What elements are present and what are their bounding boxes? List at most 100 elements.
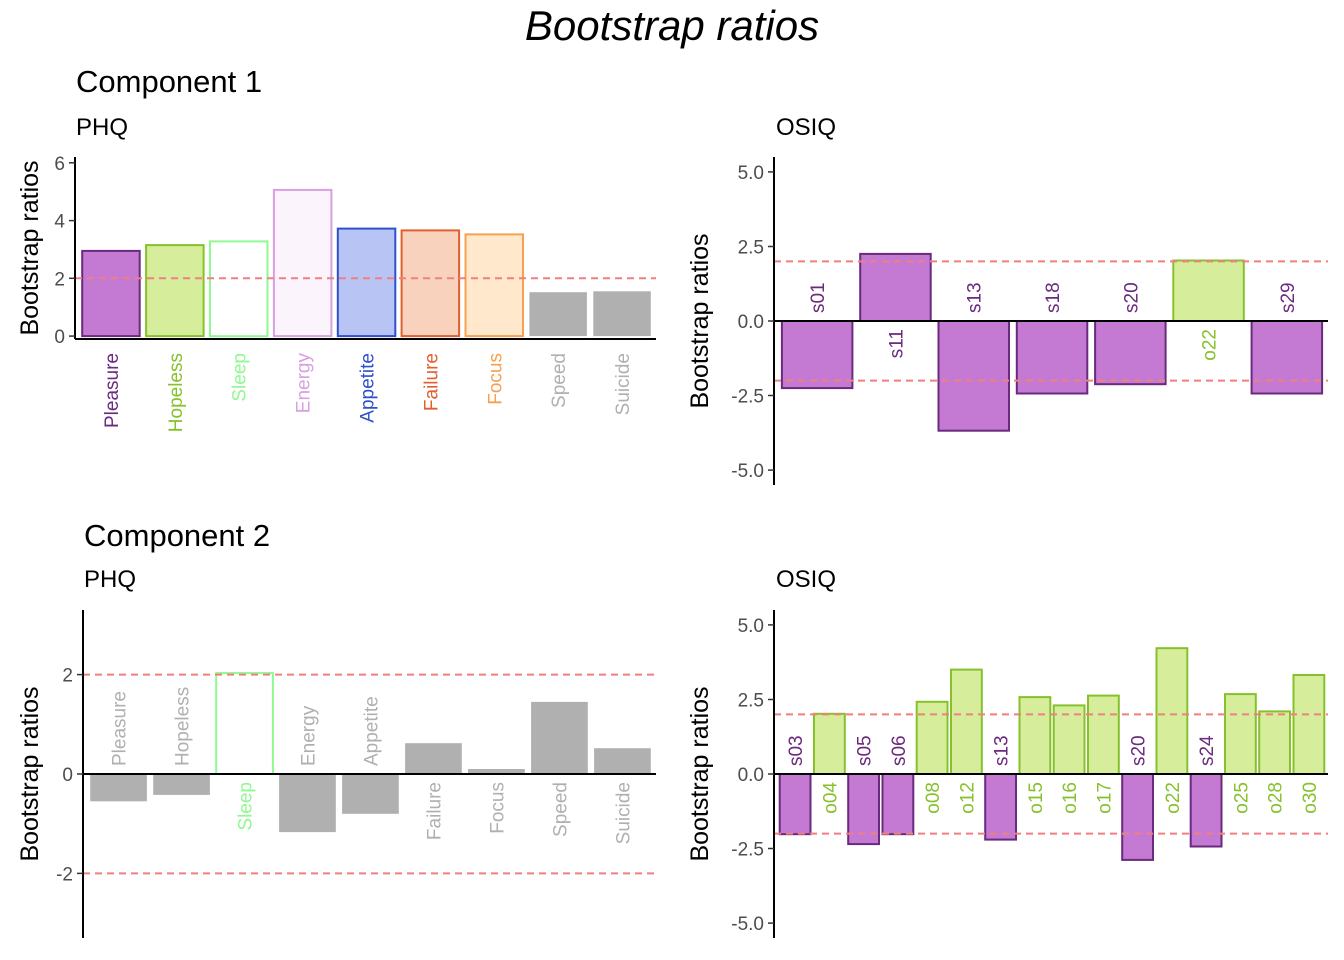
category-label-energy: Energy (294, 353, 315, 414)
category-label-o25: o25 (1231, 782, 1252, 814)
y-axis-title: Bootstrap ratios (686, 686, 714, 861)
y-tick-label: 5.0 (738, 163, 764, 184)
bar-focus (464, 233, 524, 338)
figure-title: Bootstrap ratios (524, 2, 820, 49)
bar-o16 (1052, 704, 1086, 776)
y-tick-label: 0 (54, 327, 65, 348)
y-tick-label: 2 (54, 269, 65, 290)
category-label-s03: s03 (786, 735, 807, 766)
y-tick-label: -5.0 (731, 914, 764, 935)
category-label-s18: s18 (1043, 282, 1064, 313)
bar-o04 (813, 712, 846, 775)
category-label-focus: Focus (485, 353, 506, 405)
category-label-appetite: Appetite (362, 696, 383, 766)
category-label-sleep: Sleep (236, 782, 257, 831)
y-tick-label: 2 (62, 666, 73, 687)
category-label-focus: Focus (488, 782, 509, 834)
category-label-s13: s13 (965, 282, 986, 313)
bar-o30 (1292, 674, 1326, 775)
bar-failure (405, 743, 462, 774)
y-tick-label: -5.0 (731, 461, 764, 482)
bar-focus (468, 769, 525, 774)
bar-o25 (1224, 693, 1257, 775)
y-tick-label: 2.5 (738, 691, 764, 712)
bar-s01 (780, 320, 854, 390)
y-axis-title: Bootstrap ratios (686, 233, 714, 408)
y-tick-label: 0 (62, 765, 73, 786)
category-label-o28: o28 (1266, 782, 1287, 814)
category-label-o12: o12 (957, 782, 978, 814)
bar-appetite (342, 774, 399, 814)
bar-s06 (881, 773, 915, 836)
category-label-o08: o08 (923, 782, 944, 814)
bar-s20 (1121, 773, 1154, 861)
component-1-title: Component 1 (76, 64, 263, 99)
bar-speed (529, 292, 587, 337)
chart-panel-3: 2 0 -2 Bootstrap ratios Pleasure HopelessSlee… (16, 610, 656, 938)
y-tick-label: 0.0 (738, 312, 764, 333)
bar-s11 (859, 252, 932, 322)
category-label-o17: o17 (1094, 782, 1115, 814)
component-2-title: Component 2 (84, 518, 271, 553)
category-label-failure: Failure (425, 782, 446, 840)
category-label-o22: o22 (1200, 329, 1221, 361)
bar-s13 (937, 320, 1010, 432)
y-tick-label: 2.5 (738, 238, 764, 259)
bar-energy (272, 188, 333, 338)
bar-o08 (915, 700, 949, 775)
category-label-appetite: Appetite (358, 353, 379, 423)
category-label-s13: s13 (992, 735, 1013, 766)
category-label-hopeless: Hopeless (173, 687, 194, 766)
category-label-s05: s05 (855, 735, 876, 766)
panel-4-title: OSIQ (776, 566, 837, 593)
category-label-o22: o22 (1163, 782, 1184, 814)
category-label-pleasure: Pleasure (102, 353, 123, 428)
bar-speed (531, 701, 588, 774)
category-label-o04: o04 (820, 782, 841, 814)
bar-suicide (594, 748, 651, 774)
category-label-suicide: Suicide (613, 353, 634, 415)
category-label-o16: o16 (1060, 782, 1081, 814)
category-label-pleasure: Pleasure (110, 691, 131, 766)
bar-s13 (984, 773, 1018, 841)
category-label-hopeless: Hopeless (166, 353, 187, 432)
category-label-s29: s29 (1278, 282, 1299, 313)
category-label-s24: s24 (1197, 735, 1218, 766)
bar-o17 (1087, 694, 1120, 775)
y-axis-title: Bootstrap ratios (16, 160, 44, 335)
category-label-s11: s11 (886, 329, 907, 358)
category-label-suicide: Suicide (614, 782, 635, 844)
category-label-o30: o30 (1300, 782, 1321, 814)
bar-failure (400, 229, 461, 338)
category-label-speed: Speed (549, 353, 570, 408)
bar-s05 (847, 773, 881, 846)
category-label-s20: s20 (1129, 735, 1150, 766)
bar-hopeless (145, 244, 205, 338)
category-label-energy: Energy (299, 705, 320, 766)
bar-sleep (215, 672, 274, 775)
bar-sleep (209, 240, 269, 338)
bar-energy (279, 774, 336, 833)
y-tick-label: 0.0 (738, 765, 764, 786)
chart-panel-2: 5.0 2.5 0.0 -2.5 -5.0 Bootstrap ratios s01 s11 s… (686, 157, 1328, 485)
y-tick-label: 4 (54, 212, 65, 233)
bar-pleasure (81, 249, 141, 338)
y-tick-label: -2.5 (731, 387, 764, 408)
panel-2-title: OSIQ (776, 114, 837, 141)
bar-s03 (778, 773, 812, 836)
y-tick-label: 5.0 (738, 616, 764, 637)
y-tick-label: 6 (54, 154, 65, 175)
bar-s24 (1189, 773, 1223, 848)
category-label-s01: s01 (808, 282, 829, 313)
bar-o22 (1155, 647, 1189, 776)
y-tick-label: -2.5 (731, 840, 764, 861)
category-label-speed: Speed (551, 782, 572, 837)
y-axis-title: Bootstrap ratios (16, 686, 44, 861)
y-tick-label: -2 (56, 864, 73, 885)
bar-s20 (1094, 320, 1167, 386)
category-label-failure: Failure (421, 353, 442, 411)
bar-o28 (1258, 710, 1291, 776)
bar-appetite (336, 227, 397, 338)
